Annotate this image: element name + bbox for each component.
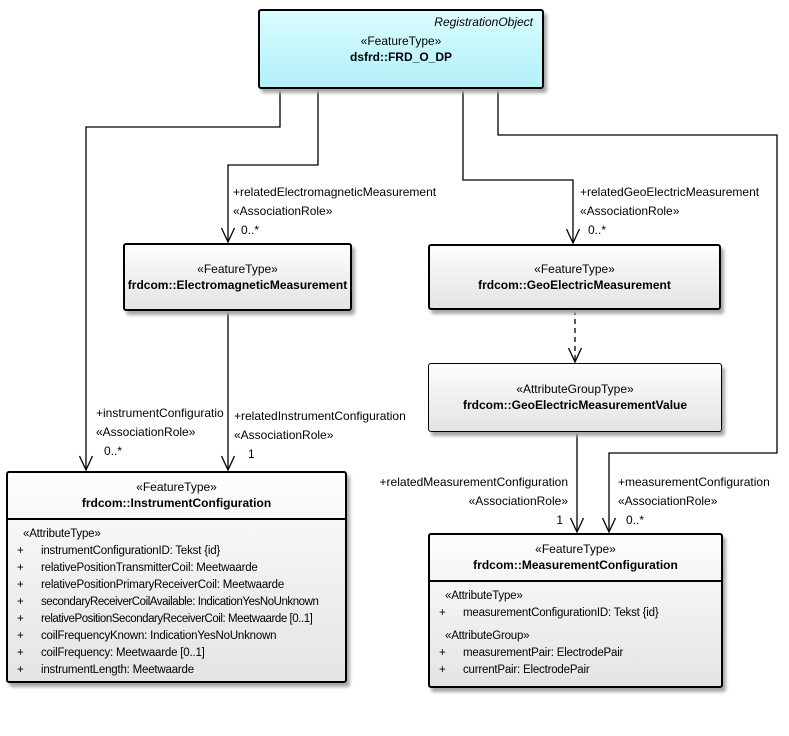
assoc-label-related-measurement-configuration: +relatedMeasurementConfiguration «Associ… [368, 473, 568, 530]
attribute-row: + measurementConfigurationID: Tekst {id} [439, 607, 659, 619]
open-arrowhead-icon [567, 347, 583, 364]
assoc-label-instrument-configuration: +instrumentConfiguratio «AssociationRole… [96, 404, 224, 461]
attribute-row: + relativePositionTransmitterCoil: Meetw… [17, 562, 258, 574]
attribute-row: + measurementPair: ElectrodePair [439, 647, 624, 659]
class-name: frdcom::MeasurementConfiguration [473, 558, 678, 572]
open-arrowhead-icon [220, 227, 236, 244]
open-arrowhead-icon [220, 455, 236, 472]
multiplicity: 1 [556, 513, 563, 527]
attribute-section-header: «AttributeType» [445, 590, 523, 602]
open-arrowhead-icon [601, 517, 617, 534]
compartment-divider [430, 580, 721, 582]
class-name: dsfrd::FRD_O_DP [349, 49, 452, 64]
class-name: frdcom::GeoElectricMeasurementValue [462, 398, 688, 412]
class-instrument-configuration[interactable]: «FeatureType» frdcom::InstrumentConfigur… [6, 471, 347, 683]
compartment-divider [8, 518, 345, 520]
open-arrowhead-icon [569, 517, 585, 534]
multiplicity: 0..* [104, 444, 123, 458]
association-measurement-configuration[interactable] [497, 89, 778, 534]
class-tagline: RegistrationObject [434, 15, 533, 29]
assoc-label-related-geoelectric-measurement: +relatedGeoElectricMeasurement «Associat… [580, 183, 759, 240]
attribute-row: + secondaryReceiverCoilAvailable: Indica… [17, 596, 319, 608]
assoc-label-related-electromagnetic-measurement: +relatedElectromagneticMeasurement «Asso… [233, 183, 436, 240]
attribute-compartment: «AttributeType» + instrumentConfiguratio… [8, 520, 345, 679]
attribute-row: + instrumentConfigurationID: Tekst {id} [17, 545, 221, 557]
class-stereotype: «FeatureType» [534, 261, 615, 276]
attribute-row: + currentPair: ElectrodePair [439, 664, 590, 676]
attribute-row: + coilFrequency: Meetwaarde [0..1] [17, 647, 205, 659]
multiplicity: 0..* [241, 223, 260, 237]
association-related-electromagnetic-measurement[interactable] [220, 89, 319, 244]
attribute-row: + instrumentLength: Meetwaarde [17, 664, 194, 676]
class-stereotype: «AttributeGroupType» [516, 382, 634, 396]
class-measurement-configuration[interactable]: «FeatureType» frdcom::MeasurementConfigu… [428, 533, 723, 688]
open-arrowhead-icon [565, 228, 581, 245]
dependency-geoelectric-measurement-value[interactable] [567, 310, 583, 364]
class-name: frdcom::InstrumentConfiguration [81, 496, 272, 510]
class-geoelectric-measurement[interactable]: «FeatureType» frdcom::GeoElectricMeasure… [428, 244, 721, 310]
assoc-label-related-instrument-configuration: +relatedInstrumentConfiguration «Associa… [234, 407, 406, 464]
attribute-row: + relativePositionPrimaryReceiverCoil: M… [17, 579, 285, 591]
class-stereotype: «FeatureType» [360, 33, 442, 48]
class-stereotype: «FeatureType» [535, 542, 616, 556]
class-stereotype: «FeatureType» [136, 480, 217, 494]
class-electromagnetic-measurement[interactable]: «FeatureType» frdcom::ElectromagneticMea… [123, 243, 352, 311]
class-frd-o-dp[interactable]: RegistrationObject «FeatureType» dsfrd::… [258, 9, 544, 89]
class-name: frdcom::ElectromagneticMeasurement [127, 277, 348, 292]
assoc-label-measurement-configuration: +measurementConfiguration «AssociationRo… [618, 473, 770, 530]
multiplicity: 1 [248, 447, 255, 461]
multiplicity: 0..* [626, 513, 645, 527]
association-related-measurement-configuration[interactable] [569, 432, 585, 534]
association-instrument-configuration[interactable] [78, 89, 281, 472]
attribute-section-header: «AttributeGroup» [445, 630, 530, 642]
multiplicity: 0..* [588, 223, 607, 237]
attribute-section-header: «AttributeType» [23, 528, 101, 540]
class-name: frdcom::GeoElectricMeasurement [478, 277, 671, 292]
attribute-row: + relativePositionSecondaryReceiverCoil:… [17, 613, 313, 625]
attribute-compartment: «AttributeType» + measurementConfigurati… [430, 582, 721, 679]
open-arrowhead-icon [78, 455, 94, 472]
association-related-instrument-configuration[interactable] [220, 311, 236, 472]
association-related-geoelectric-measurement[interactable] [462, 89, 581, 245]
class-geoelectric-measurement-value[interactable]: «AttributeGroupType» frdcom::GeoElectric… [428, 363, 722, 432]
class-stereotype: «FeatureType» [197, 261, 278, 276]
attribute-row: + coilFrequencyKnown: IndicationYesNoUnk… [17, 630, 277, 642]
